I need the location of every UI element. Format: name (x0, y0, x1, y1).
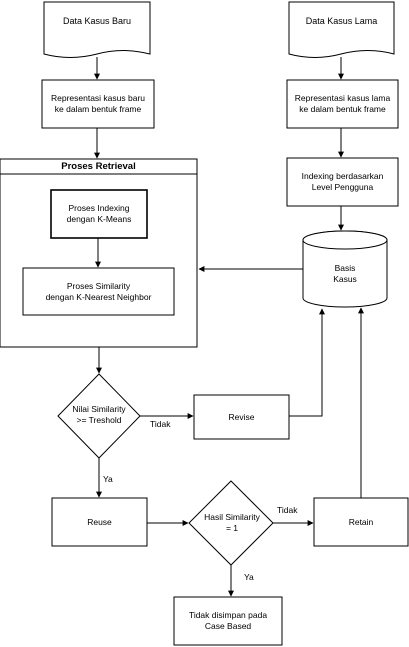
reuse-box (51, 497, 148, 547)
data-kasus-baru-label: Data Kasus Baru (62, 15, 132, 26)
data-kasus-lama-shape (288, 1, 395, 58)
indexing-level-box (286, 157, 399, 207)
revise-box (193, 394, 290, 440)
data-kasus-lama-label: Data Kasus Lama (305, 15, 378, 26)
nilai-similarity-label: Nilai Similarity >= Treshold (72, 404, 126, 425)
rep-lama-box (286, 79, 399, 129)
edge-label-ya-1: Ya (103, 474, 113, 484)
proses-retrieval-title: Proses Retrieval (61, 161, 136, 172)
edge-label-ya-2: Ya (244, 572, 254, 582)
retain-box (313, 497, 409, 547)
tidak-disimpan-label: Tidak disimpan pada Case Based (188, 610, 268, 631)
rep-baru-label: Representasi kasus baru ke dalam bentuk … (50, 93, 146, 114)
rep-lama-label: Representasi kasus lama ke dalam bentuk … (294, 93, 391, 114)
similarity-knn-label: Proses Similarity dengan K-Nearest Neigh… (45, 280, 152, 302)
edge-label-tidak-1: Tidak (150, 419, 171, 429)
basis-kasus-label: Basis Kasus (333, 263, 357, 284)
indexing-kmeans-box (50, 189, 148, 239)
indexing-kmeans-label: Proses Indexing dengan K-Means (66, 203, 132, 224)
basis-kasus-top (302, 230, 388, 250)
similarity-knn-box (22, 267, 175, 316)
indexing-level-label: Indexing berdasarkan Level Pengguna (301, 171, 384, 192)
hasil-similarity-label: Hasil Similarity = 1 (204, 512, 260, 533)
arrow-revise-to-basis (289, 308, 325, 417)
revise-label: Revise (228, 411, 255, 422)
reuse-label: Reuse (87, 516, 112, 527)
rep-baru-box (41, 79, 155, 129)
tidak-disimpan-box (173, 596, 283, 646)
retain-label: Retain (348, 516, 374, 527)
edge-label-tidak-2: Tidak (277, 505, 298, 515)
data-kasus-baru-shape (43, 1, 151, 58)
